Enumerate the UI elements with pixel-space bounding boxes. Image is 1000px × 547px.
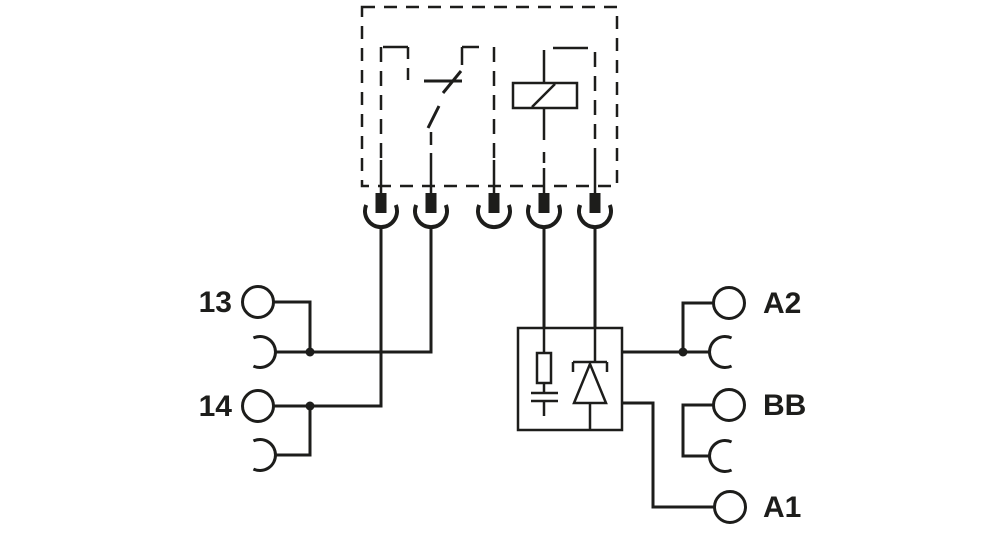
wire-socket14-branch xyxy=(274,406,312,457)
module-dashed-outline xyxy=(360,5,619,188)
plug-pin-4 xyxy=(538,193,550,213)
plug-pin-1 xyxy=(375,193,387,213)
terminal-circle-13 xyxy=(241,285,275,319)
plug-pin-3 xyxy=(488,193,500,213)
plug-pin-2 xyxy=(425,193,437,213)
resistor-rect xyxy=(535,351,553,385)
plug-socket-1 xyxy=(363,204,399,229)
coil-diagonal xyxy=(531,83,556,108)
plug-socket-2 xyxy=(413,204,449,229)
plug-socket-5 xyxy=(577,204,613,229)
wire-pin2-to-terminal13 xyxy=(275,227,433,354)
junction-14 xyxy=(305,401,315,411)
plug-pin-5 xyxy=(589,193,601,213)
terminal-socket-arc-13 xyxy=(252,335,277,369)
wire-box-to-a1 xyxy=(622,401,714,509)
terminal-socket-arc-BB xyxy=(708,439,733,473)
terminal-label-A1: A1 xyxy=(763,491,801,524)
terminal-socket-arc-A2 xyxy=(708,335,733,369)
terminal-label-13: 13 xyxy=(199,286,232,319)
terminal-circle-A1 xyxy=(713,490,747,524)
protection-circuit-box xyxy=(516,326,624,432)
terminal-label-A2: A2 xyxy=(763,287,801,320)
plug-socket-3 xyxy=(476,204,512,229)
wire-a2-branch xyxy=(681,301,713,352)
terminal-label-14: 14 xyxy=(199,390,233,423)
contact-moving-arm-lower xyxy=(426,105,441,129)
terminal-circle-A2 xyxy=(712,286,746,320)
contact-moving-arm-upper xyxy=(441,70,463,94)
junction-13 xyxy=(305,347,315,357)
wire-terminal13-branch xyxy=(273,300,312,352)
junction-a2 xyxy=(678,347,688,357)
plug-socket-4 xyxy=(526,204,562,229)
terminal-circle-14 xyxy=(241,389,275,423)
terminal-label-BB: BB xyxy=(763,389,806,422)
terminal-socket-arc-14 xyxy=(252,438,277,472)
terminal-circle-BB xyxy=(712,388,746,422)
wire-bb-bridge xyxy=(681,403,713,458)
